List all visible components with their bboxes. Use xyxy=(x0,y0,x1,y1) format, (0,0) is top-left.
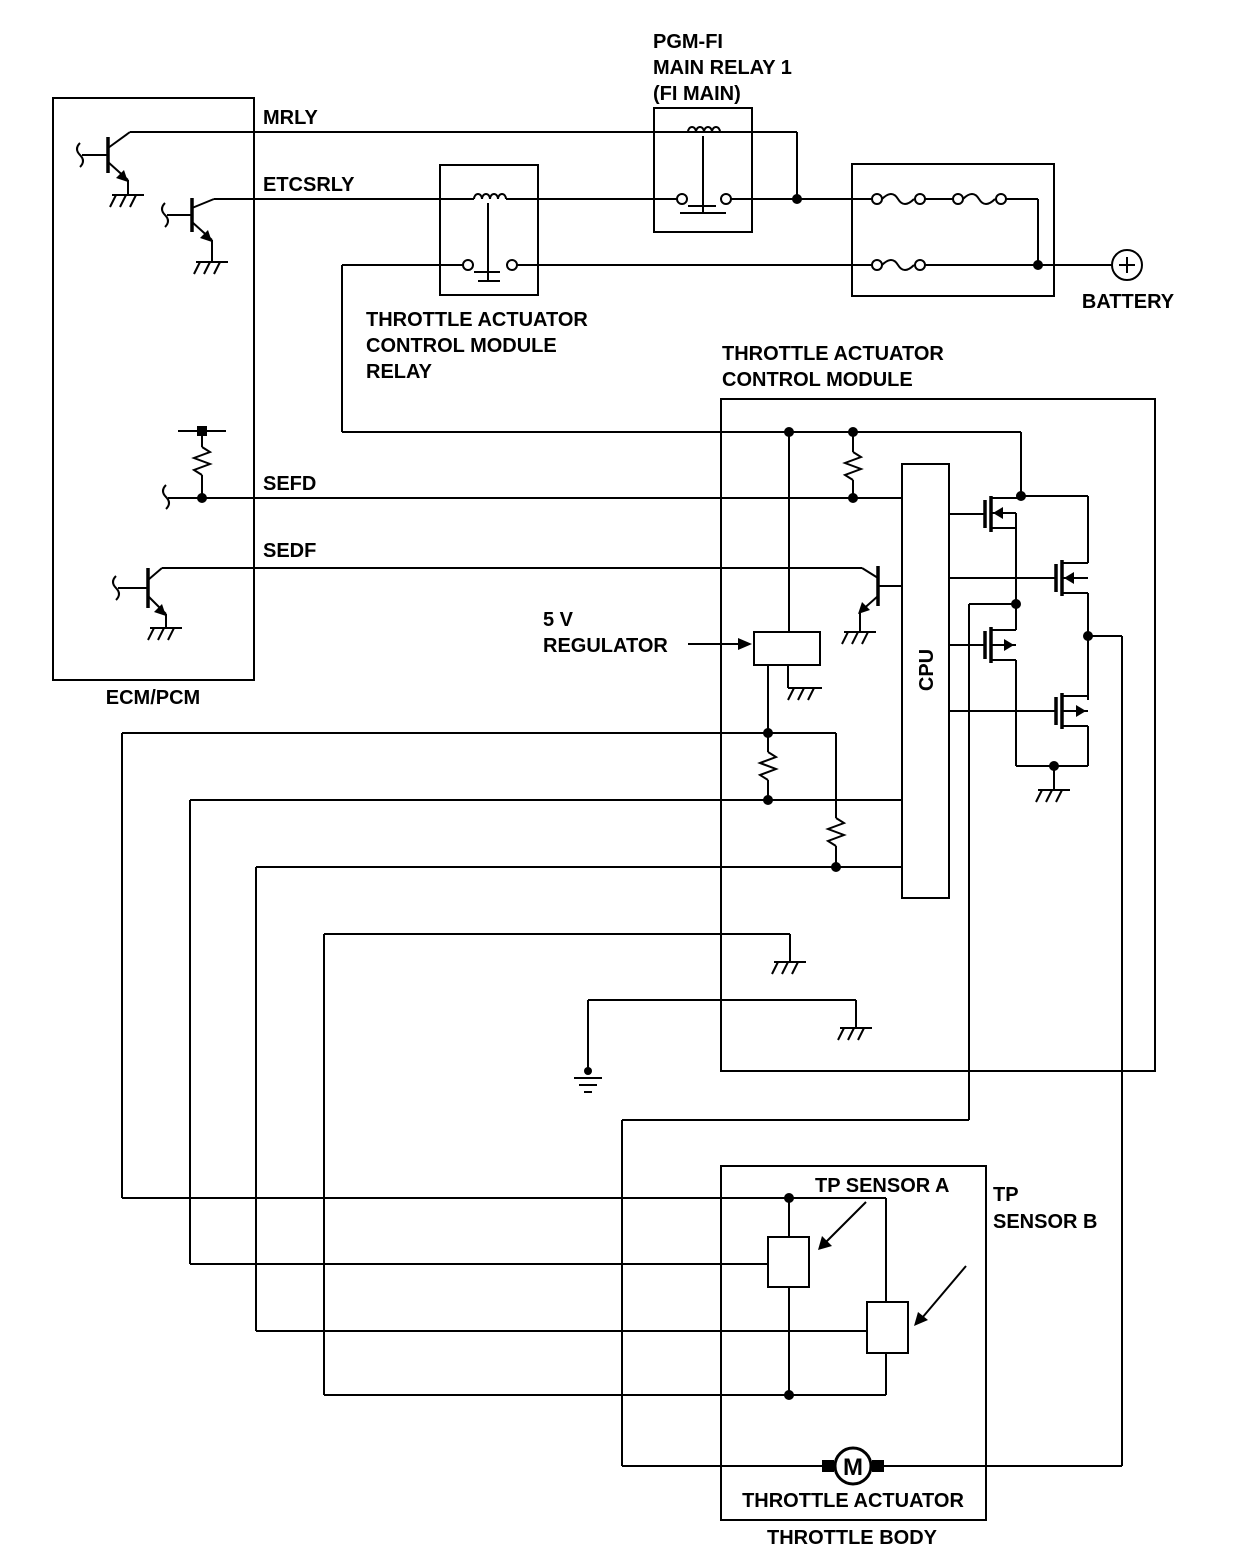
throttle-actuator-label: THROTTLE ACTUATOR xyxy=(742,1490,964,1512)
ecm-label: ECM/PCM xyxy=(106,687,200,709)
h-bridge xyxy=(949,491,1122,1120)
motor-symbol: M xyxy=(843,1454,863,1481)
etcsrly-transistor xyxy=(161,198,474,275)
pgmfi-label-1: PGM-FI xyxy=(653,31,723,53)
regulator-label-1: 5 V xyxy=(543,609,574,631)
fuse-box xyxy=(851,163,1112,297)
sefd-pullup xyxy=(162,426,226,510)
tp-sensor-b-label-2: SENSOR B xyxy=(993,1211,1097,1233)
chassis-ground xyxy=(574,1000,602,1093)
etcsrly-label: ETCSRLY xyxy=(263,174,355,196)
pgmfi-label-3: (FI MAIN) xyxy=(653,83,741,105)
regulator-label-2: REGULATOR xyxy=(543,635,668,657)
pgmfi-label-2: MAIN RELAY 1 xyxy=(653,57,792,79)
battery: BATTERY xyxy=(1082,249,1175,313)
tacm-module: THROTTLE ACTUATOR CONTROL MODULE CPU xyxy=(122,265,1156,1120)
sedf-transistor xyxy=(112,567,183,641)
sefd-label: SEFD xyxy=(263,473,316,495)
tacm-relay-label-3: RELAY xyxy=(366,361,433,383)
throttle-body-label: THROTTLE BODY xyxy=(767,1527,938,1549)
tp-sensor-a-label: TP SENSOR A xyxy=(815,1175,949,1197)
mrly-transistor xyxy=(76,131,797,208)
tacm-relay-label-1: THROTTLE ACTUATOR xyxy=(366,309,588,331)
mrly-label: MRLY xyxy=(263,107,318,129)
tacm-label-1: THROTTLE ACTUATOR xyxy=(722,343,944,365)
tp-sensor-b-label-1: TP xyxy=(993,1184,1019,1206)
cpu-label: CPU xyxy=(916,649,938,691)
ecm-pcm-module: ECM/PCM xyxy=(52,97,797,709)
throttle-body: THROTTLE BODY TP SENSOR A TP SENSOR B M … xyxy=(122,1165,1122,1549)
battery-label: BATTERY xyxy=(1082,291,1175,313)
sedf-label: SEDF xyxy=(263,540,316,562)
tacm-relay: THROTTLE ACTUATOR CONTROL MODULE RELAY xyxy=(342,164,872,383)
pgmfi-main-relay: PGM-FI MAIN RELAY 1 (FI MAIN) xyxy=(538,31,872,233)
tacm-label-2: CONTROL MODULE xyxy=(722,369,913,391)
tacm-relay-label-2: CONTROL MODULE xyxy=(366,335,557,357)
